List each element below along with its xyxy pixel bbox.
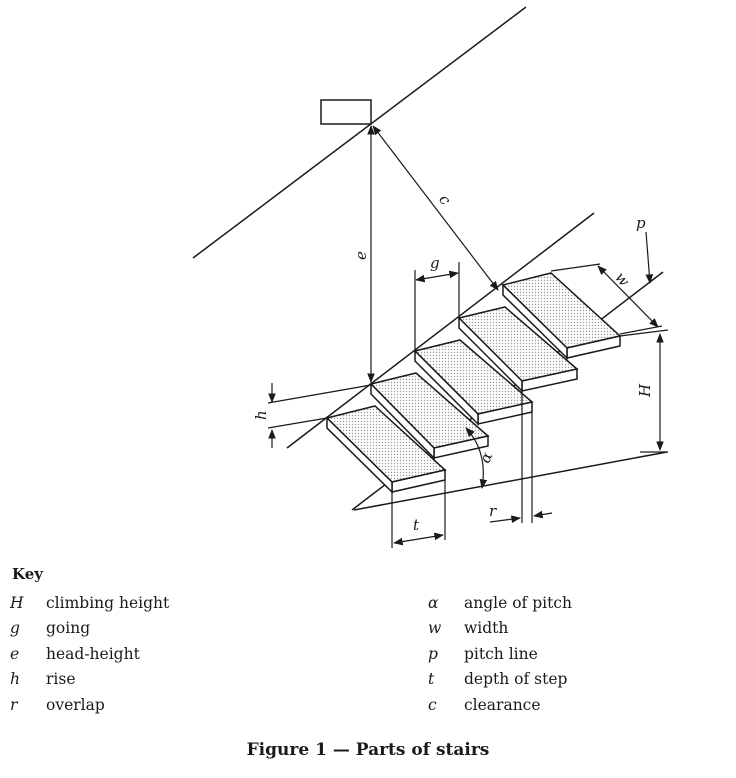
extension-h-top (267, 384, 372, 404)
key-symbol: w (428, 619, 442, 638)
dimension-w (597, 265, 659, 328)
step-3-side (414, 349, 479, 426)
key-symbol: c (428, 695, 437, 714)
key-row: c clearance (428, 692, 572, 718)
key-column-right: α angle of pitch w width p pitch line t dept… (428, 590, 572, 718)
key-row: t depth of step (428, 667, 572, 693)
label-h: h (252, 410, 270, 420)
step-5-side (502, 283, 568, 360)
dimension-r-left (489, 515, 521, 523)
label-H: H (636, 383, 654, 398)
key-description: pitch line (464, 644, 538, 663)
key-description: climbing height (46, 593, 170, 612)
label-e: e (352, 251, 370, 260)
dimension-r-right (533, 510, 553, 519)
key-symbol: h (10, 670, 20, 689)
floor-line (353, 451, 668, 511)
key-symbol: g (10, 619, 20, 638)
key-description: depth of step (464, 670, 568, 689)
key-symbol: t (428, 670, 435, 689)
key-description: clearance (464, 695, 541, 714)
extension-h-bottom (267, 417, 328, 429)
stairs-diagram: c e g p w H h α r t (192, 6, 669, 548)
key-row: r overlap (10, 692, 169, 718)
key-symbol: α (428, 593, 439, 612)
key-row: w width (428, 616, 572, 642)
label-t: t (413, 516, 420, 534)
key-row: p pitch line (428, 641, 572, 667)
label-r: r (489, 502, 497, 520)
key-description: angle of pitch (464, 593, 572, 612)
key-symbol: r (10, 695, 18, 714)
extension-w-1 (550, 263, 601, 272)
ceiling-line (192, 6, 527, 259)
label-alpha: α (476, 450, 496, 466)
key-symbol: H (10, 593, 24, 612)
angle-alpha-arc (465, 427, 488, 489)
label-w: w (611, 269, 633, 291)
key-symbol: p (428, 644, 438, 663)
key-symbol: e (10, 644, 20, 663)
dimension-g (415, 270, 459, 283)
key-description: width (464, 619, 509, 638)
key-row: e head-height (10, 641, 169, 667)
leader-p (645, 231, 654, 284)
key-description: going (46, 619, 91, 638)
label-p: p (636, 214, 646, 232)
key-description: head-height (46, 644, 140, 663)
ceiling-beam (320, 99, 372, 125)
pitch-line (286, 212, 595, 449)
label-g: g (430, 254, 440, 272)
dimension-c (372, 125, 499, 291)
extension-H-top (619, 329, 669, 337)
key-title: Key (12, 565, 43, 583)
key-description: rise (46, 670, 76, 689)
key-row: α angle of pitch (428, 590, 572, 616)
key-description: overlap (46, 695, 105, 714)
label-c: c (435, 191, 455, 209)
steps (325, 272, 622, 494)
key-row: h rise (10, 667, 169, 693)
key-row: g going (10, 616, 169, 642)
figure-caption: Figure 1 — Parts of stairs (246, 740, 490, 760)
step-2-side (370, 382, 435, 460)
dimension-t (393, 532, 444, 546)
